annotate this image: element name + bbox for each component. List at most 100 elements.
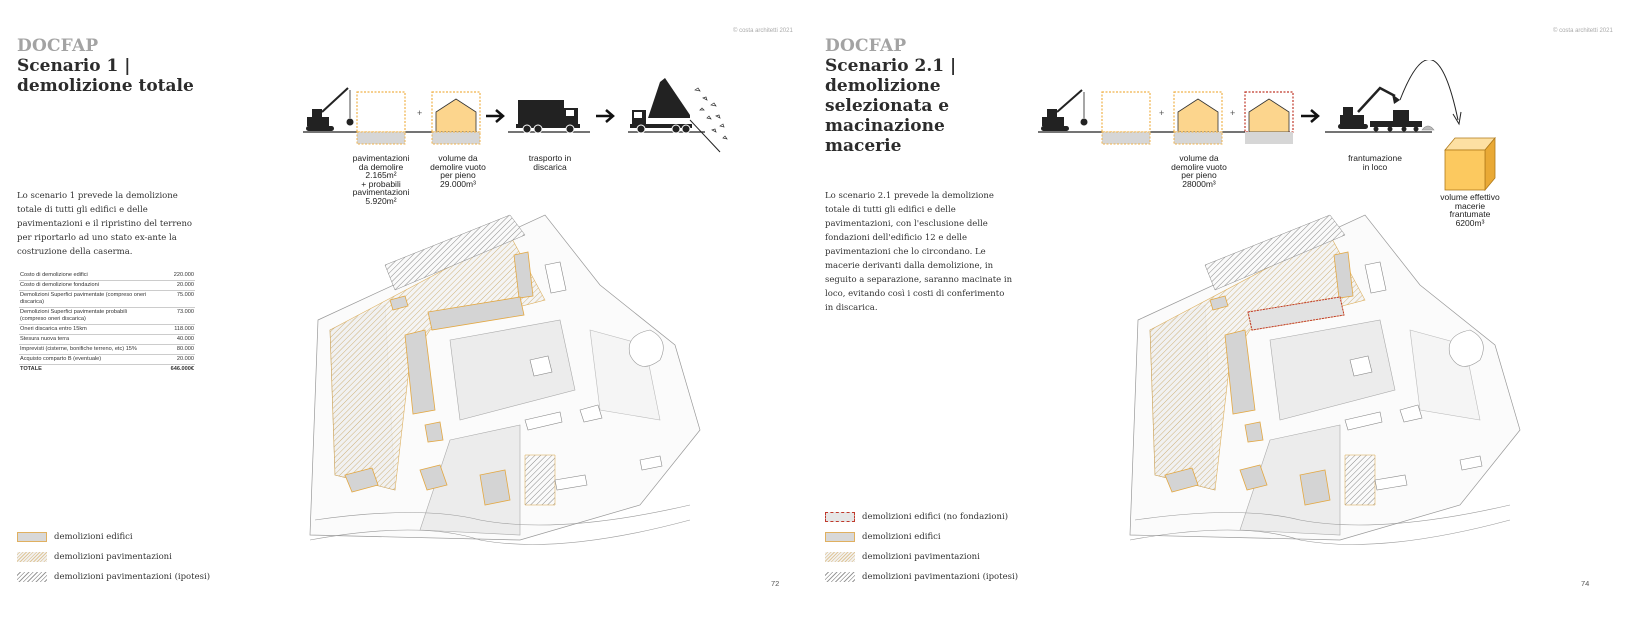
cost-value: 73.000 <box>153 307 195 325</box>
legend-item: demolizioni pavimentazioni <box>17 547 210 567</box>
cost-label: Demolizioni Superfici pavimentate probab… <box>19 307 153 325</box>
process-diagram: + <box>303 78 728 153</box>
building <box>419 464 448 491</box>
excavator-icon <box>1338 86 1400 129</box>
page-title: Scenario 1 | demolizione totale <box>17 56 194 96</box>
label-line: da demolire <box>358 161 404 172</box>
legend-item: demolizioni pavimentazioni (ipotesi) <box>825 567 1018 587</box>
crusher-icon <box>1370 110 1435 132</box>
process-diagram: + + <box>1038 60 1496 192</box>
building <box>427 296 525 331</box>
header-note: © costa architetti 2021 <box>733 28 793 34</box>
cost-label: Costo di demolizione edifici <box>19 271 153 281</box>
title-line: macerie <box>825 136 902 156</box>
label-line: per pieno <box>440 170 476 180</box>
label-line: frantumate <box>1449 209 1491 219</box>
building <box>424 421 444 443</box>
pavimentazioni-label: pavimentazioni da demolire 2.165m² + pro… <box>340 154 422 205</box>
building <box>479 469 511 506</box>
frantumazione-label: frantumazione in loco <box>1333 154 1417 171</box>
road <box>1129 519 1511 545</box>
cost-value: 20.000 <box>153 280 195 291</box>
legend-swatch <box>17 532 47 542</box>
cost-label: Costo di demolizione fondazioni <box>19 280 153 291</box>
building-no-foundation <box>1247 296 1345 331</box>
road <box>309 519 691 545</box>
cost-label: Acquisto comparto B (eventuale) <box>19 354 153 365</box>
legend-swatch <box>825 572 855 582</box>
label-line: 28000m³ <box>1182 178 1216 189</box>
road <box>1134 504 1511 526</box>
legend: demolizioni edifici (no fondazioni) demo… <box>825 507 1018 587</box>
cost-label: Demolizioni Superfici pavimentate (compr… <box>19 290 153 308</box>
svg-text:+: + <box>417 108 422 118</box>
legend-label: demolizioni edifici <box>54 532 133 542</box>
legend-label: demolizioni pavimentazioni <box>862 552 980 562</box>
label-line: demolire vuoto <box>1171 161 1227 172</box>
label-line: per pieno <box>1181 170 1217 180</box>
legend-swatch <box>825 532 855 542</box>
label-line: 29.000m³ <box>440 178 476 189</box>
service-building <box>1349 355 1373 377</box>
label-line: 2.165m² <box>365 170 397 180</box>
cost-value: 220.000 <box>153 271 195 281</box>
service-building <box>1374 474 1408 491</box>
label-line: pavimentazioni <box>352 187 410 197</box>
truck-icon <box>516 100 580 134</box>
building <box>1299 469 1331 506</box>
cost-value: 40.000 <box>153 334 195 345</box>
lot-block <box>1269 319 1396 421</box>
title-line: demolizione <box>825 76 941 96</box>
lot-block <box>1239 424 1341 536</box>
cost-label: Stesura nuova terra <box>19 334 153 345</box>
service-building <box>524 411 563 431</box>
legend-swatch <box>825 552 855 562</box>
building <box>404 329 436 415</box>
page-right: © costa architetti 2021 DOCFAP Scenario … <box>820 0 1640 639</box>
label-line: volume effettivo <box>1440 192 1500 202</box>
roundabout <box>628 329 664 367</box>
cost-value: 20.000 <box>153 354 195 365</box>
intro-text: Lo scenario 2.1 prevede la demolizione t… <box>825 191 1013 313</box>
svg-text:+: + <box>1230 108 1235 118</box>
svg-text:+: + <box>1159 108 1164 118</box>
legend-item: demolizioni pavimentazioni (ipotesi) <box>17 567 210 587</box>
building <box>1333 251 1354 299</box>
title-line: selezionata e <box>825 96 950 116</box>
legend: demolizioni edifici demolizioni paviment… <box>17 527 210 587</box>
building <box>1224 329 1256 415</box>
page-left: © costa architetti 2021 DOCFAP Scenario … <box>17 28 793 588</box>
label-line: 6200m³ <box>1455 217 1485 228</box>
page-title: Scenario 2.1 | demolizione selezionata e… <box>825 56 956 156</box>
cost-value: 118.000 <box>153 324 195 335</box>
curve-arrow <box>1399 60 1459 121</box>
title-line: demolizione totale <box>17 76 194 96</box>
service-building <box>1399 404 1423 423</box>
site-plan <box>309 214 701 545</box>
legend-item: demolizioni edifici (no fondazioni) <box>825 507 1018 527</box>
legend-label: demolizioni pavimentazioni <box>54 552 172 562</box>
title-line: Scenario 1 | <box>17 56 131 76</box>
cost-label: Imprevisti (cisterne, bonifiche terreno,… <box>19 344 153 355</box>
label-line: pavimentazioni <box>352 153 410 163</box>
legend-swatch <box>17 552 47 562</box>
cost-value: 75.000 <box>153 290 195 308</box>
table-row: Demolizioni Superfici pavimentate probab… <box>19 307 195 325</box>
legend-item: demolizioni edifici <box>17 527 210 547</box>
probable-pavement-zone <box>1344 454 1376 506</box>
total-label: TOTALE <box>20 366 42 372</box>
label-line: trasporto in <box>528 153 572 163</box>
title-line: macinazione <box>825 116 945 136</box>
building <box>513 251 534 299</box>
legend-item: demolizioni edifici <box>825 527 1018 547</box>
crane-icon <box>1041 89 1088 131</box>
lot-block <box>449 319 576 421</box>
intro-text: Lo scenario 1 prevede la demolizione tot… <box>17 191 193 257</box>
total-value: 646.000€ <box>170 366 194 372</box>
table-row: Demolizioni Superfici pavimentate (compr… <box>19 290 195 308</box>
service-building <box>639 455 663 471</box>
